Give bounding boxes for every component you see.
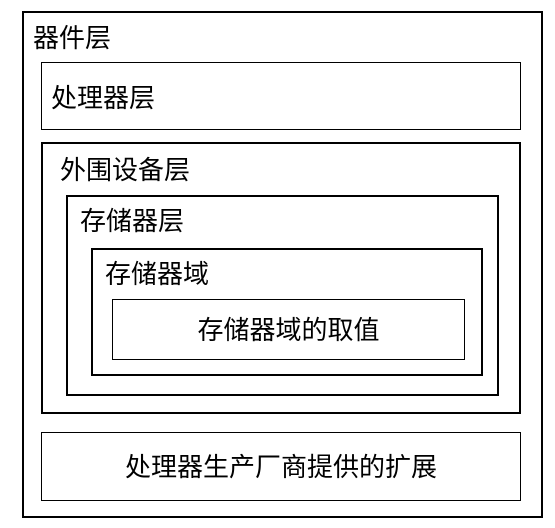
memory-domain-box: 存储器域 存储器域的取值	[91, 248, 483, 376]
processor-layer-box: 处理器层	[41, 62, 521, 130]
device-layer-label: 器件层	[33, 24, 112, 54]
peripheral-layer-box: 外围设备层 存储器层 存储器域 存储器域的取值	[41, 142, 521, 414]
device-layer-box: 器件层 处理器层 外围设备层 存储器层 存储器域 存储器域的取值 处理器生产厂商…	[22, 11, 543, 518]
memory-layer-label: 存储器层	[80, 207, 185, 237]
vendor-extension-box: 处理器生产厂商提供的扩展	[41, 432, 521, 501]
vendor-extension-label: 处理器生产厂商提供的扩展	[124, 453, 437, 483]
memory-layer-box: 存储器层 存储器域 存储器域的取值	[66, 195, 499, 396]
memory-domain-value-box: 存储器域的取值	[112, 299, 465, 360]
memory-domain-label: 存储器域	[105, 260, 210, 290]
memory-domain-value-label: 存储器域的取值	[197, 316, 380, 346]
peripheral-layer-label: 外围设备层	[60, 156, 191, 186]
processor-layer-label: 处理器层	[51, 84, 156, 114]
